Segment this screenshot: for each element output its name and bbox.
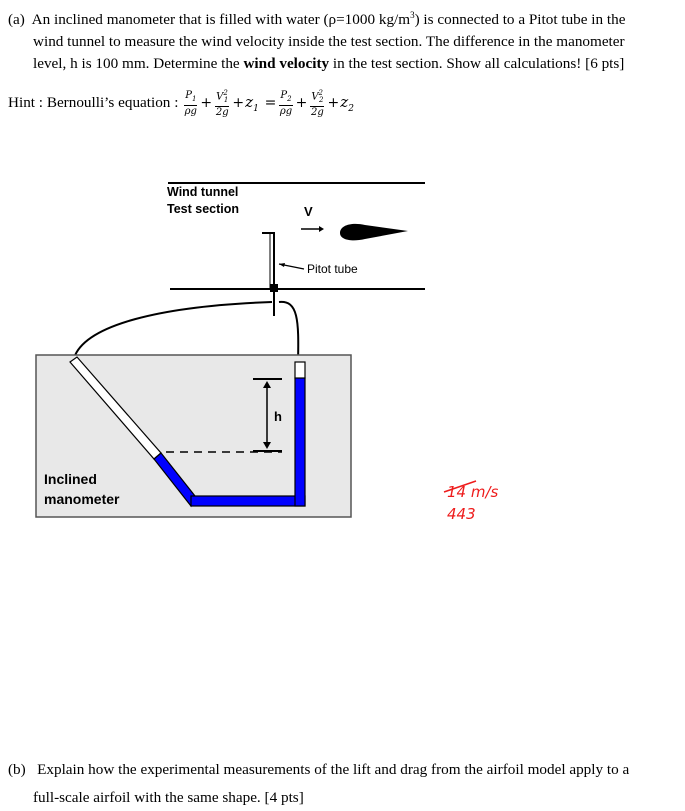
handwritten-answer-top: 14 m/s — [447, 483, 499, 501]
manometer-label-1: Inclined — [44, 471, 97, 487]
hint-label: Hint : Bernoulli’s equation : — [8, 94, 179, 112]
airfoil-model — [340, 223, 408, 241]
velocity-arrow-head — [319, 226, 324, 232]
manometer-label-2: manometer — [44, 491, 120, 507]
strike-through — [443, 480, 477, 493]
question-b-line-2: full-scale airfoil with the same shape. … — [33, 789, 304, 806]
h-label: h — [274, 409, 282, 424]
tubing-to-inclined-leg — [73, 301, 273, 359]
tubing-to-vertical-leg — [278, 300, 300, 363]
question-a: (a) An inclined manometer that is filled… — [8, 4, 680, 75]
question-a-line-2: wind tunnel to measure the wind velocity… — [33, 33, 625, 51]
pitot-tube-label: Pitot tube — [307, 262, 358, 276]
manometer-diagram: Wind tunnel Test section V Pitot tube h … — [35, 182, 499, 523]
question-a-line-3: level, h is 100 mm. Determine the wind v… — [33, 55, 625, 73]
question-a-label: (a) — [8, 11, 25, 29]
question-b-line-1: (b) Explain how the experimental measure… — [8, 761, 630, 778]
pitot-tube — [262, 232, 275, 316]
test-section-label: Test section — [167, 202, 239, 216]
velocity-label: V — [304, 204, 313, 219]
question-b: (b) Explain how the experimental measure… — [8, 759, 680, 809]
bottom-leg-water — [190, 495, 306, 507]
vertical-leg-water — [294, 377, 306, 507]
wind-tunnel-label: Wind tunnel — [167, 185, 238, 199]
vertical-leg-empty — [294, 361, 306, 379]
question-b-label: (b) — [8, 761, 26, 778]
question-a-line-1: (a) An inclined manometer that is filled… — [8, 10, 626, 29]
handwritten-answer-bottom: 443 — [447, 505, 476, 523]
